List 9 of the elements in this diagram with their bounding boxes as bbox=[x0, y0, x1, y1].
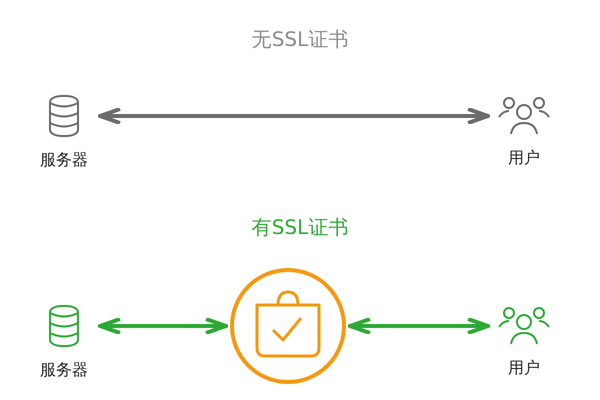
double-arrow bbox=[98, 107, 490, 125]
double-arrow bbox=[348, 317, 490, 335]
double-arrow bbox=[98, 317, 228, 335]
section-heading: 无SSL证书 bbox=[252, 26, 348, 53]
node-label: 用户 bbox=[507, 148, 541, 169]
node-label: 服务器 bbox=[39, 150, 89, 171]
section-heading: 有SSL证书 bbox=[252, 214, 348, 241]
node-label: 服务器 bbox=[39, 360, 89, 381]
node-label: 用户 bbox=[507, 358, 541, 379]
